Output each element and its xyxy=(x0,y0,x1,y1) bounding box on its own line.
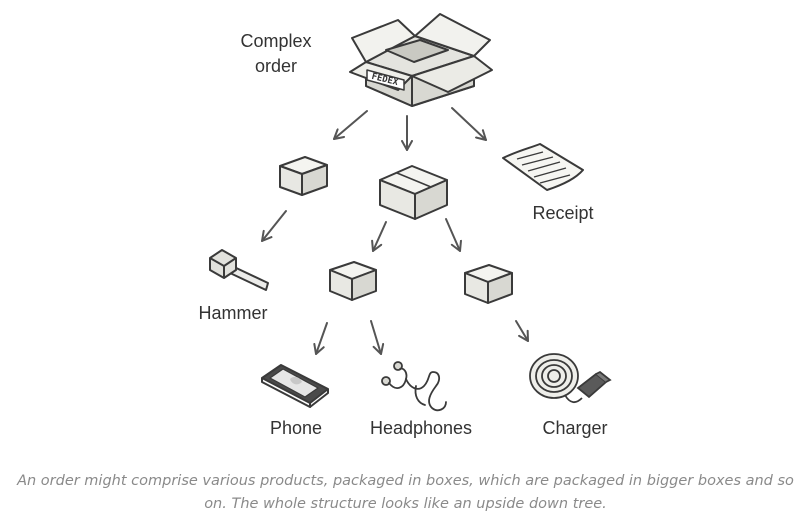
receipt-icon xyxy=(502,143,584,191)
small-box-icon xyxy=(464,264,513,304)
arrows-level-1 xyxy=(333,107,487,151)
diagram-labels: Complex order Receipt Hammer Phone Headp… xyxy=(198,31,607,438)
charger-label: Charger xyxy=(542,418,607,438)
complex-order-label-line2: order xyxy=(255,56,297,76)
arrows-level-2 xyxy=(261,210,462,252)
receipt-label: Receipt xyxy=(532,203,593,223)
small-box-icon xyxy=(329,261,377,301)
medium-box-icon xyxy=(379,165,448,220)
hammer-icon xyxy=(209,249,269,291)
small-box-icon xyxy=(279,156,328,196)
charger-icon xyxy=(529,353,612,404)
complex-order-box-icon: FEDEX xyxy=(349,13,493,107)
composite-tree-diagram: FEDEX xyxy=(198,13,612,438)
complex-order-label-line1: Complex xyxy=(240,31,311,51)
figure-caption: An order might comprise various products… xyxy=(17,473,794,512)
phone-icon xyxy=(261,364,329,408)
phone-label: Phone xyxy=(270,418,322,438)
hammer-label: Hammer xyxy=(198,303,267,323)
headphones-icon xyxy=(381,361,447,412)
arrows-level-3 xyxy=(313,320,529,355)
headphones-label: Headphones xyxy=(370,418,472,438)
